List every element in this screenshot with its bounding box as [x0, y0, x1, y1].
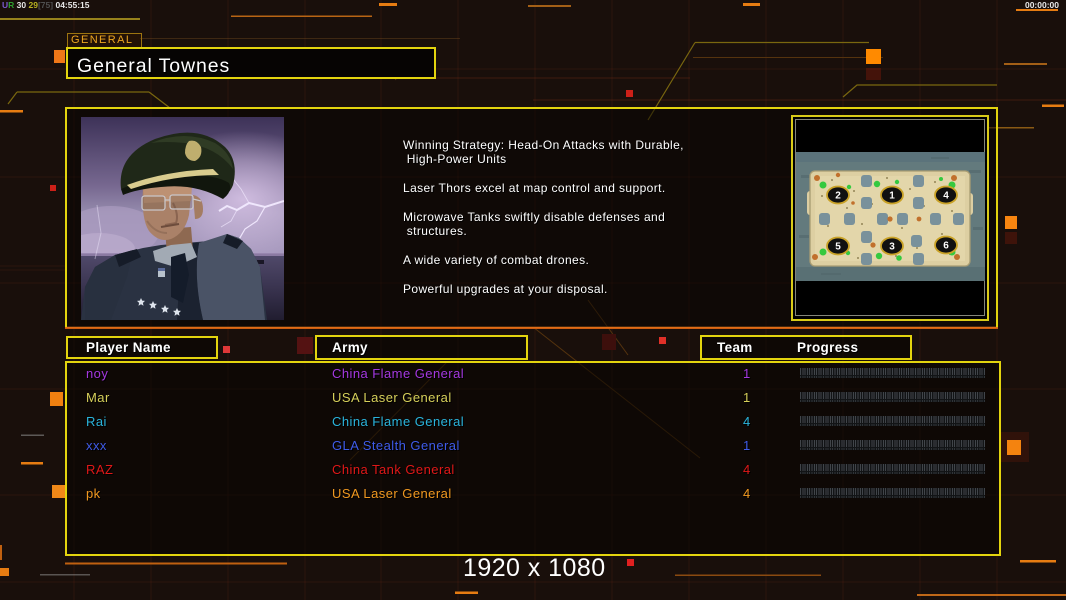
svg-text:1: 1 [889, 191, 895, 202]
svg-text:4: 4 [943, 191, 949, 202]
svg-text:5: 5 [835, 242, 841, 253]
svg-text:6: 6 [943, 241, 949, 252]
svg-text:2: 2 [835, 191, 841, 202]
svg-text:3: 3 [889, 242, 895, 253]
